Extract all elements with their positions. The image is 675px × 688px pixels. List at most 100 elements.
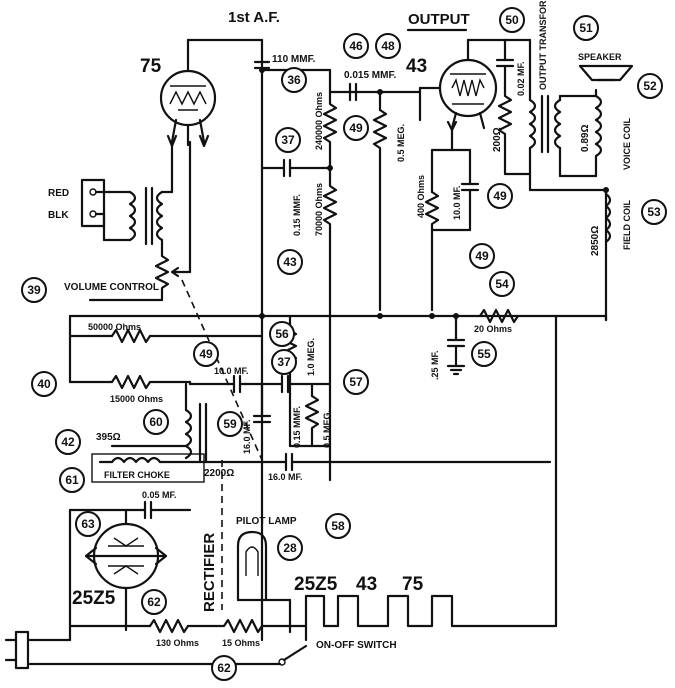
callout-46: 49 <box>343 115 369 141</box>
svg-text:55: 55 <box>477 347 491 361</box>
switch-label: ON-OFF SWITCH <box>316 640 397 651</box>
callout-54: 54 <box>489 271 515 297</box>
antenna-terminal <box>80 178 106 228</box>
svg-text:63: 63 <box>81 517 95 531</box>
filter-choke-label: FILTER CHOKE <box>104 470 170 480</box>
output-title: OUTPUT <box>408 11 470 28</box>
c37b-label: 0.15 MMF. <box>292 406 302 448</box>
on-off-switch[interactable] <box>282 644 308 662</box>
speaker-icon <box>578 64 634 82</box>
power-plug-icon <box>4 630 30 670</box>
r15000-label: 15000 Ohms <box>110 394 163 404</box>
callout-55: 55 <box>471 341 497 367</box>
volume-control-label: VOLUME CONTROL <box>64 282 159 293</box>
resistor-57 <box>304 394 320 448</box>
svg-text:49: 49 <box>475 249 489 263</box>
output-transformer-primary <box>528 98 537 150</box>
svg-text:50: 50 <box>505 13 519 27</box>
callout-52: 52 <box>637 73 663 99</box>
callout-60: 60 <box>143 409 169 435</box>
svg-text:39: 39 <box>27 283 41 297</box>
callout-51: 51 <box>573 15 599 41</box>
tube-75-label: 75 <box>140 56 162 77</box>
speaker-label: SPEAKER <box>578 52 622 62</box>
r56-label: 1.0 MEG. <box>306 338 316 376</box>
r46-label: 0.5 MEG. <box>396 124 406 162</box>
c55-label: .25 MF. <box>430 350 440 380</box>
c58-label: 16.0 MF. <box>268 472 303 482</box>
pilot-lamp-label: PILOT LAMP <box>236 516 297 527</box>
volume-control[interactable] <box>154 254 170 302</box>
r43-label: 70000 Ohms <box>314 183 324 236</box>
callout-48: 49 <box>469 243 495 269</box>
c37a-label: 0.15 MMF. <box>292 194 302 236</box>
svg-text:59: 59 <box>223 417 237 431</box>
callout-50: 50 <box>499 7 525 33</box>
pilot-lamp-icon <box>236 530 268 578</box>
blk-label: BLK <box>48 210 69 221</box>
r15-label: 15 Ohms <box>222 638 260 648</box>
callout-45: 48 <box>375 33 401 59</box>
resistor-46 <box>372 108 388 312</box>
r395-label: 395Ω <box>96 432 121 443</box>
svg-text:40: 40 <box>37 377 51 391</box>
red-label: RED <box>48 188 69 199</box>
heater-label-25z5: 25Z5 <box>294 574 338 595</box>
r2200-label: 2200Ω <box>204 468 234 479</box>
callout-49a: 49 <box>487 183 513 209</box>
resistor-130 <box>148 618 190 634</box>
resistor-54 <box>478 308 520 324</box>
rectifier-label: RECTIFIER <box>201 533 218 612</box>
c005-label: 0.05 MF. <box>142 490 177 500</box>
r130-label: 130 Ohms <box>156 638 199 648</box>
callout-39: 39 <box>21 277 47 303</box>
first-af-title: 1st A.F. <box>228 9 280 26</box>
svg-text:60: 60 <box>149 415 163 429</box>
svg-text:52: 52 <box>643 79 657 93</box>
r57-label: 0.5 MEG. <box>322 410 332 448</box>
resistor-48 <box>424 190 440 312</box>
svg-text:62: 62 <box>147 595 161 609</box>
svg-text:56: 56 <box>275 327 289 341</box>
field-coil-label: FIELD COIL <box>622 200 632 250</box>
output-transformer-label: OUTPUT TRANSFORMER (on Speaker) <box>538 0 548 90</box>
tube-25z5-label: 25Z5 <box>72 588 116 609</box>
svg-text:54: 54 <box>495 277 509 291</box>
svg-text:46: 46 <box>349 39 363 53</box>
voice-coil-label: VOICE COIL <box>622 117 632 170</box>
capacitor-36 <box>253 60 271 70</box>
r54-label: 20 Ohms <box>474 324 512 334</box>
filter-choke-box <box>91 453 205 483</box>
svg-text:53: 53 <box>647 205 661 219</box>
callout-42: 42 <box>55 429 81 455</box>
callout-62a: 62 <box>141 589 167 615</box>
callout-57: 57 <box>343 369 369 395</box>
callout-44: 46 <box>343 33 369 59</box>
field-coil <box>604 192 612 244</box>
callout-37a: 37 <box>275 127 301 153</box>
field-coil-value: 2850Ω <box>590 226 601 256</box>
svg-text:37: 37 <box>281 133 295 147</box>
svg-text:49: 49 <box>493 189 507 203</box>
r44-label: 240000 Ohms <box>314 92 324 150</box>
svg-text:51: 51 <box>579 21 593 35</box>
svg-text:37: 37 <box>277 355 291 369</box>
r50000-label: 50000 Ohms <box>88 322 141 332</box>
tube-43-label: 43 <box>406 56 427 77</box>
voice-coil-value: 0.89Ω <box>580 125 591 152</box>
callout-62b: 62 <box>211 655 237 681</box>
svg-text:49: 49 <box>349 121 363 135</box>
tube-25z5 <box>84 508 168 632</box>
callout-40: 40 <box>31 371 57 397</box>
r200-label: 200Ω <box>492 127 503 152</box>
callout-43: 43 <box>277 249 303 275</box>
c50-label: 0.02 MF. <box>516 61 526 96</box>
filter-choke <box>110 456 162 464</box>
resistor-15000 <box>110 374 152 390</box>
capacitor-45 <box>348 82 358 102</box>
svg-text:57: 57 <box>349 375 363 389</box>
callout-63: 63 <box>75 511 101 537</box>
svg-text:36: 36 <box>287 73 301 87</box>
callout-58: 58 <box>325 513 351 539</box>
